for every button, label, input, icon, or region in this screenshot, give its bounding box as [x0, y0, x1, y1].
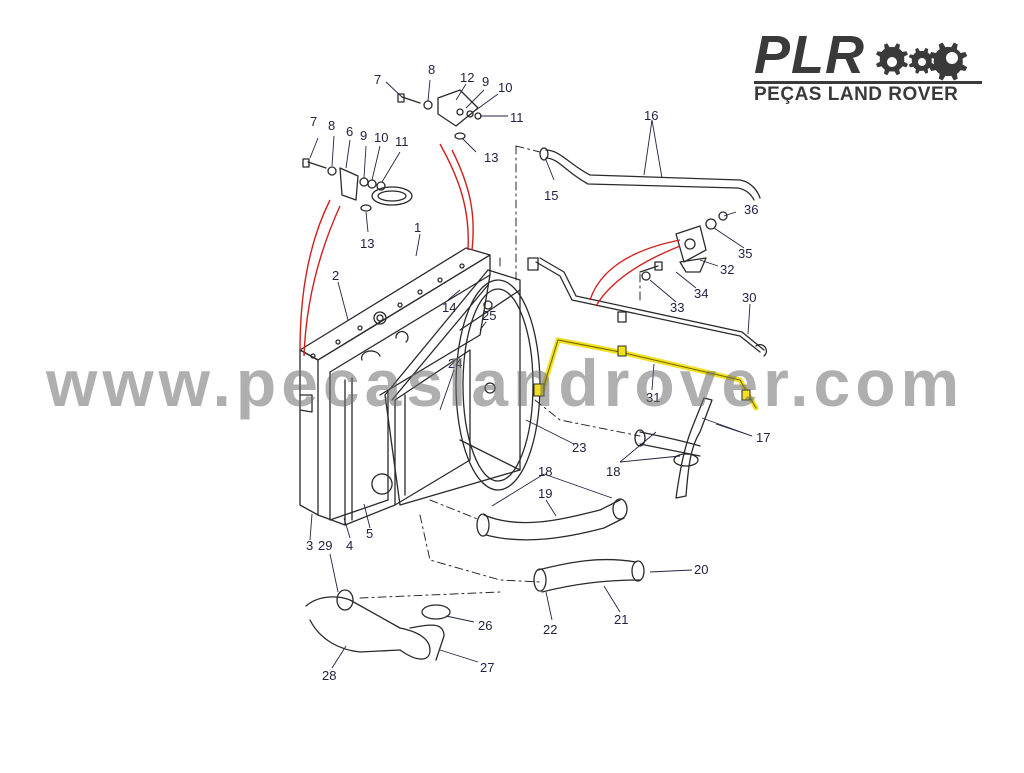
label-33: 33	[670, 300, 684, 315]
label-10a: 10	[498, 80, 512, 95]
label-31: 31	[646, 390, 660, 405]
label-10b: 10	[374, 130, 388, 145]
brand-logo: PLR PEÇAS LAND ROVER	[752, 24, 984, 114]
label-8a: 8	[428, 62, 435, 77]
hose-19	[476, 498, 628, 541]
label-16: 16	[644, 108, 658, 123]
label-35: 35	[738, 246, 752, 261]
label-13a: 13	[484, 150, 498, 165]
radiator-assembly	[299, 247, 491, 526]
label-4: 4	[346, 538, 353, 553]
label-2: 2	[332, 268, 339, 283]
label-28: 28	[322, 668, 336, 683]
label-11b: 11	[395, 134, 409, 149]
construction-lines	[359, 145, 641, 599]
website-watermark: www.pecaslandrover.com	[46, 346, 965, 420]
label-9b: 9	[360, 128, 367, 143]
hose-28	[305, 589, 451, 661]
label-5: 5	[366, 526, 373, 541]
hose-17	[634, 397, 713, 499]
label-21: 21	[614, 612, 628, 627]
hose-21	[533, 558, 645, 593]
label-26: 26	[478, 618, 492, 633]
logo-tagline: PEÇAS LAND ROVER	[754, 84, 959, 105]
label-14: 14	[442, 300, 456, 315]
label-15: 15	[544, 188, 558, 203]
label-23: 23	[572, 440, 586, 455]
bracket-hardware-left	[302, 158, 413, 212]
label-3: 3	[306, 538, 313, 553]
hose-16	[539, 147, 761, 201]
gears-icon	[876, 42, 968, 81]
logo-text: PLR	[754, 25, 865, 85]
label-12: 12	[460, 70, 474, 85]
label-17: 17	[756, 430, 770, 445]
label-19: 19	[538, 486, 552, 501]
clamp-32-36	[639, 211, 728, 281]
pipe-31-highlighted	[533, 337, 759, 411]
leader-lines	[309, 79, 753, 669]
label-36: 36	[744, 202, 758, 217]
part-labels: 1 2 3 4 5 6 7 7 8 8 9 9 10 10 11 11 12 1…	[306, 62, 770, 683]
label-34: 34	[694, 286, 708, 301]
label-9a: 9	[482, 74, 489, 89]
label-29: 29	[318, 538, 332, 553]
label-25: 25	[482, 308, 496, 323]
label-22: 22	[543, 622, 557, 637]
label-20: 20	[694, 562, 708, 577]
logo-underline	[754, 81, 982, 84]
label-27: 27	[480, 660, 494, 675]
bracket-hardware-right	[397, 89, 482, 140]
label-7b: 7	[310, 114, 317, 129]
label-8b: 8	[328, 118, 335, 133]
pipe-30	[527, 257, 768, 357]
label-13b: 13	[360, 236, 374, 251]
label-6: 6	[346, 124, 353, 139]
label-11a: 11	[510, 110, 524, 125]
red-highlight-lines	[299, 143, 681, 357]
label-30: 30	[742, 290, 756, 305]
label-18b: 18	[606, 464, 620, 479]
label-24: 24	[448, 356, 462, 371]
label-32: 32	[720, 262, 734, 277]
label-18a: 18	[538, 464, 552, 479]
label-1: 1	[414, 220, 421, 235]
label-7a: 7	[374, 72, 381, 87]
